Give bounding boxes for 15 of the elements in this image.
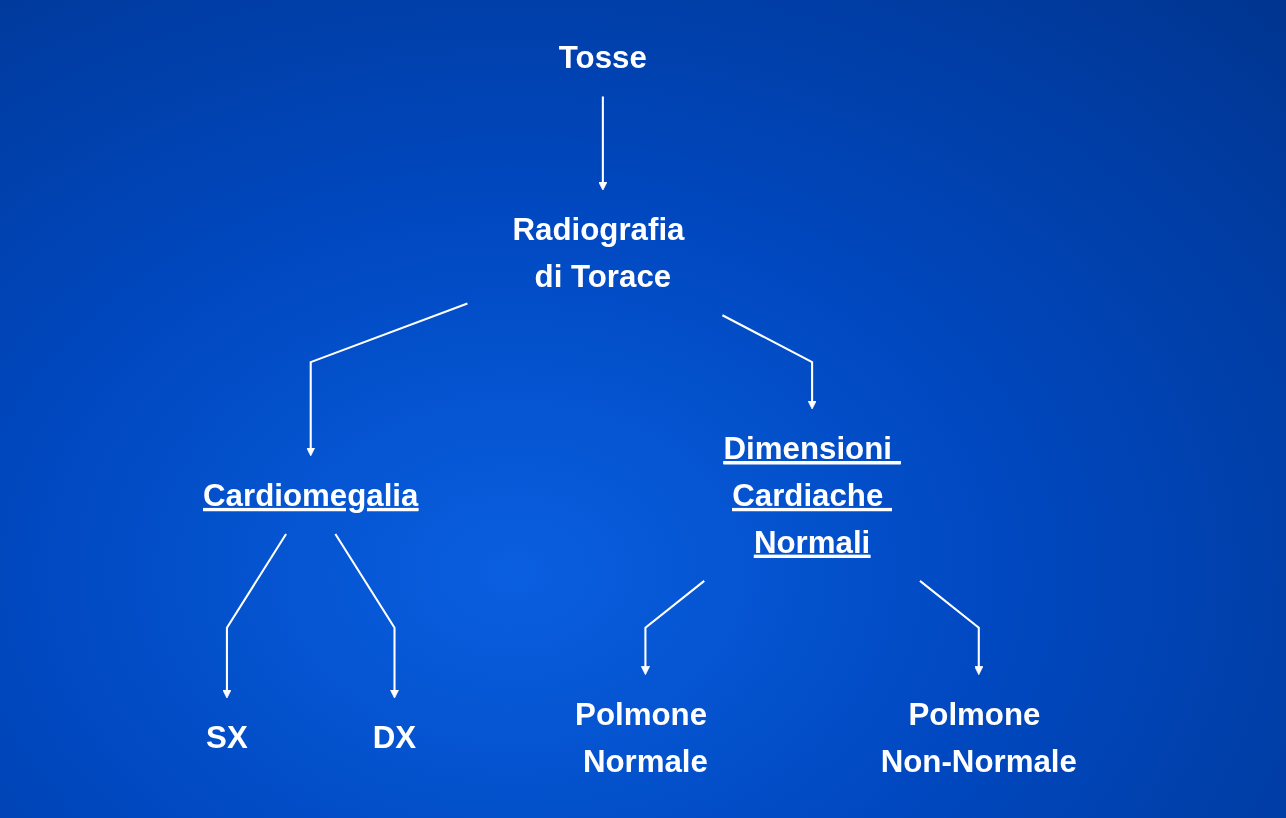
node-text: Radiografia di Torace (512, 212, 685, 294)
arrow (640, 580, 705, 676)
node-text: Polmone Non-Normale (880, 696, 1077, 778)
node-text: Tosse (558, 40, 647, 75)
arrow (334, 533, 400, 699)
arrow (598, 96, 608, 191)
node-text: SX (206, 719, 248, 755)
arrow (222, 533, 287, 699)
arrow (721, 314, 817, 410)
arrow (919, 580, 984, 676)
arrow (306, 302, 468, 457)
node-text: Dimensioni Cardiache Normali (723, 430, 892, 560)
node-text: Cardiomegalia (203, 477, 419, 513)
node-text: Polmone Normale (575, 696, 708, 778)
node-text: DX (372, 719, 417, 755)
